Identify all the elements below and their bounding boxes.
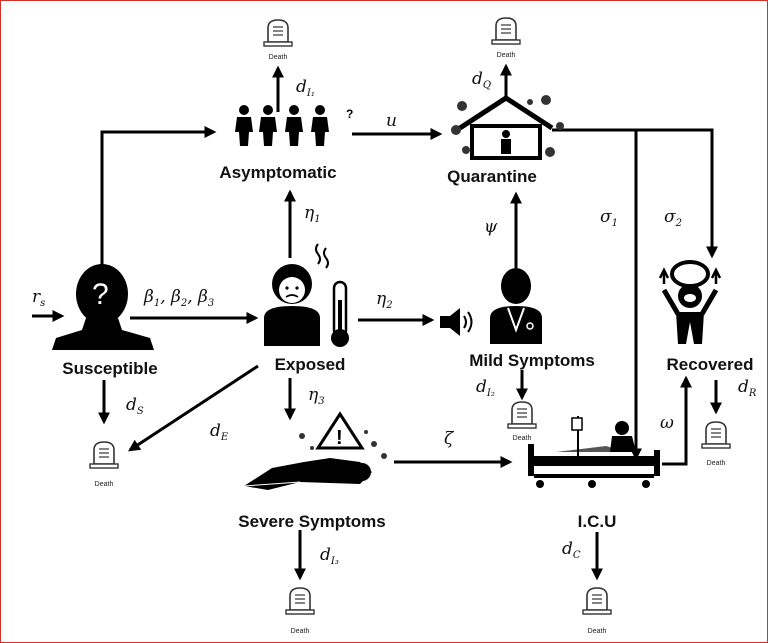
edge-exposed-death (127, 364, 259, 452)
rate-eta2: η2 (376, 289, 393, 311)
death-label: Death (588, 628, 607, 635)
death-label: Death (291, 628, 310, 635)
rate-rs: rs (32, 287, 45, 309)
rate-dS: dS (126, 395, 144, 417)
asymptomatic-people-icon: ? (235, 105, 353, 146)
rate-beta: β1, β2, β3 (143, 287, 214, 309)
susceptible-head-icon: ? (52, 264, 154, 350)
rate-zeta: ζ (444, 429, 455, 449)
death-icon-recovered: Death (701, 421, 731, 467)
death-icon-asymptomatic: Death (263, 19, 293, 61)
edges (32, 63, 722, 581)
speaker-icon (440, 308, 473, 336)
susceptible-question-mark: ? (92, 278, 109, 311)
death-label: Death (707, 460, 726, 467)
doctor-icon (490, 268, 542, 344)
rate-psi: ψ (484, 217, 498, 237)
exposed-sick-person-icon (264, 243, 349, 347)
node-label-recovered: Recovered (667, 355, 754, 374)
node-label-asymptomatic: Asymptomatic (219, 163, 336, 182)
death-icon-severe: Death (285, 587, 315, 635)
rate-omega: ω (660, 413, 674, 433)
severe-symptoms-icon: ! (243, 411, 387, 490)
death-icon-quarantine: Death (491, 17, 521, 59)
rate-u: u (386, 111, 397, 131)
node-label-severe-symptoms: Severe Symptoms (238, 512, 385, 531)
rate-dQ: dQ (472, 69, 491, 91)
node-label-icu: I.C.U (578, 512, 617, 531)
death-icon-mild: Death (507, 401, 537, 442)
node-label-mild-symptoms: Mild Symptoms (469, 351, 595, 370)
edge-susceptible-asymptomatic (100, 126, 217, 268)
icu-bed-icon (528, 416, 660, 488)
rate-dR: dR (738, 377, 757, 399)
recovered-person-icon (658, 260, 722, 344)
quarantine-house-icon (451, 95, 564, 160)
death-label: Death (497, 52, 516, 59)
death-icon-susceptible: Death (89, 441, 119, 488)
rate-sigma2: σ2 (664, 207, 682, 229)
rate-dI1: dI₁ (296, 77, 315, 99)
edge-quarantine-recovered (552, 128, 718, 259)
edge-icu-recovered (662, 375, 692, 466)
rate-dC: dC (562, 539, 581, 561)
rate-eta1: η1 (304, 203, 321, 225)
question-mark: ? (346, 107, 353, 121)
node-label-quarantine: Quarantine (447, 167, 537, 186)
death-label: Death (269, 54, 288, 61)
svg-text:!: ! (336, 427, 343, 449)
rate-eta3: η3 (308, 385, 325, 407)
rate-dI3: dI₃ (320, 545, 339, 567)
node-label-exposed: Exposed (275, 355, 346, 374)
node-label-susceptible: Susceptible (62, 359, 157, 378)
death-label: Death (513, 435, 532, 442)
rate-dE: dE (210, 421, 229, 443)
death-icon-icu: Death (582, 587, 612, 635)
death-label: Death (95, 481, 114, 488)
rate-sigma1: σ1 (600, 207, 618, 229)
rate-dI2: dI₂ (476, 377, 495, 399)
